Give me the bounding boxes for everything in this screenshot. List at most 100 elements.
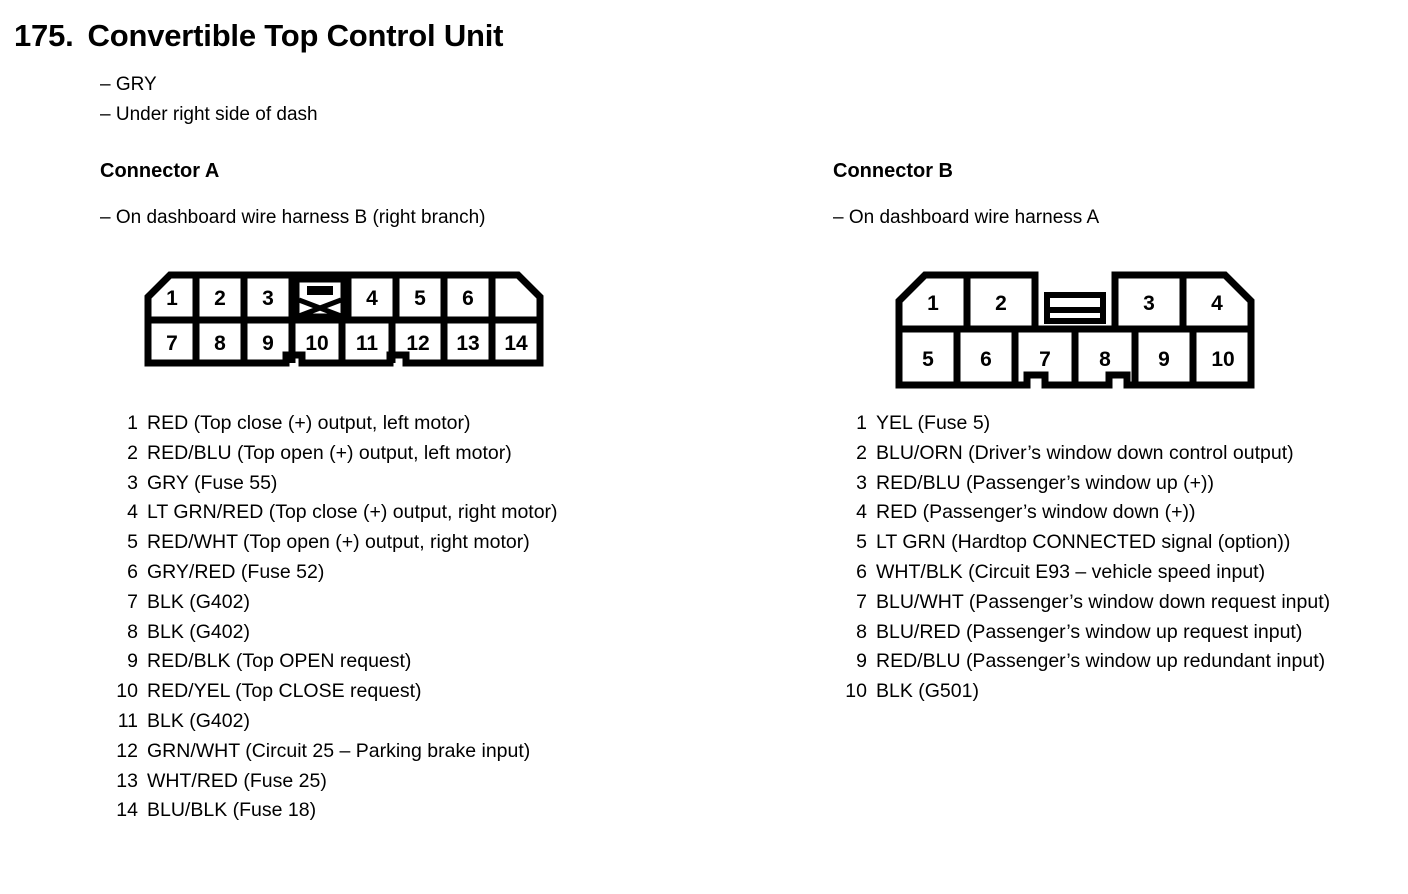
connector-b-key-slot (1044, 292, 1106, 324)
pin-description: RED/BLU (Passenger’s window up redundant… (876, 650, 1326, 673)
pin-number: 3 (856, 471, 867, 494)
unit-location-note: – Under right side of dash (100, 104, 318, 125)
pin-row: 7 BLU/WHT (Passenger’s window down reque… (837, 588, 1393, 618)
pin-number: 10 (845, 680, 867, 703)
connector-b-pin-4: 4 (1211, 292, 1223, 315)
pin-number: 1 (127, 412, 138, 434)
pin-description: BLK (G402) (147, 590, 250, 613)
page-title-text: Convertible Top Control Unit (87, 18, 504, 53)
pin-number: 2 (856, 441, 867, 464)
pin-row: 2 BLU/ORN (Driver’s window down control … (837, 439, 1393, 469)
connector-b-pin-8: 8 (1099, 348, 1111, 371)
unit-color-note: – GRY (100, 74, 157, 95)
connector-a-svg: 1 2 3 4 5 6 7 8 9 10 11 12 13 14 (144, 271, 544, 367)
connector-a-pin-6: 6 (462, 287, 474, 310)
pin-description: RED/YEL (Top CLOSE request) (147, 680, 422, 703)
pin-number: 6 (856, 560, 867, 583)
pin-number: 8 (856, 620, 867, 643)
pin-number: 10 (116, 680, 138, 703)
pin-number: 3 (127, 471, 138, 494)
pin-description: BLK (G402) (147, 709, 250, 732)
pin-row: 12 GRN/WHT (Circuit 25 – Parking brake i… (108, 737, 800, 767)
pin-number: 9 (856, 650, 867, 673)
connector-a-heading: Connector A (100, 160, 220, 182)
connector-b-location-note: – On dashboard wire harness A (833, 207, 1100, 228)
connector-a-pin-4: 4 (366, 287, 378, 310)
pin-description: RED/WHT (Top open (+) output, right moto… (147, 531, 530, 554)
pin-row: 4 LT GRN/RED (Top close (+) output, righ… (108, 498, 800, 528)
connector-a-pin-list: 1 RED (Top close (+) output, left motor)… (108, 409, 800, 826)
pin-description: GRY (Fuse 55) (147, 471, 278, 494)
pin-description: BLU/BLK (Fuse 18) (147, 799, 317, 822)
connector-b-pin-7: 7 (1039, 348, 1051, 371)
connector-a-diagram: 1 2 3 4 5 6 7 8 9 10 11 12 13 14 (144, 271, 800, 391)
connector-a-pin-3: 3 (262, 287, 274, 310)
connector-a-pin-13: 13 (456, 332, 479, 355)
connector-b-section: Connector B – On dashboard wire harness … (833, 160, 1393, 723)
connector-a-pin-10: 10 (305, 332, 328, 355)
pin-description: RED (Top close (+) output, left motor) (147, 412, 471, 434)
pin-number: 4 (127, 501, 138, 524)
pin-description: RED/BLK (Top OPEN request) (147, 650, 412, 673)
pin-row: 10 RED/YEL (Top CLOSE request) (108, 677, 800, 707)
pin-description: YEL (Fuse 5) (876, 412, 991, 434)
pin-number: 12 (116, 739, 138, 762)
pin-description: WHT/RED (Fuse 25) (147, 769, 327, 792)
pin-row: 10 BLK (G501) (837, 677, 1393, 707)
connector-b-pin-9: 9 (1158, 348, 1170, 371)
pin-number: 6 (127, 560, 138, 583)
pin-number: 7 (856, 590, 867, 613)
pin-description: RED/BLU (Top open (+) output, left motor… (147, 441, 512, 464)
connector-a-section: Connector A – On dashboard wire harness … (100, 160, 800, 842)
pin-row: 13 WHT/RED (Fuse 25) (108, 767, 800, 797)
pin-description: GRY/RED (Fuse 52) (147, 560, 325, 583)
connector-a-pin-11: 11 (356, 332, 379, 355)
pin-row: 5 RED/WHT (Top open (+) output, right mo… (108, 528, 800, 558)
connector-b-pin-3: 3 (1143, 292, 1155, 315)
connector-a-pin-2: 2 (214, 287, 226, 310)
connector-a-key-slot (294, 277, 346, 319)
pin-number: 8 (127, 620, 138, 643)
connector-b-pin-2: 2 (995, 292, 1007, 315)
connector-b-pin-5: 5 (922, 348, 934, 371)
pin-row: 9 RED/BLU (Passenger’s window up redunda… (837, 647, 1393, 677)
connector-a-location-note: – On dashboard wire harness B (right bra… (100, 207, 486, 228)
connector-a-pin-14: 14 (504, 332, 528, 355)
pin-row: 3 GRY (Fuse 55) (108, 469, 800, 499)
pin-number: 14 (116, 799, 138, 822)
pin-number: 7 (127, 590, 138, 613)
pin-row: 6 WHT/BLK (Circuit E93 – vehicle speed i… (837, 558, 1393, 588)
pin-description: BLU/RED (Passenger’s window up request i… (876, 620, 1303, 643)
pin-description: BLK (G402) (147, 620, 250, 643)
connector-b-diagram: 1 2 3 4 5 6 7 8 9 10 (895, 271, 1393, 391)
connector-a-pin-9: 9 (262, 332, 274, 355)
connector-b-pin-list: 1 YEL (Fuse 5) 2 BLU/ORN (Driver’s windo… (837, 409, 1393, 707)
pin-row: 8 BLK (G402) (108, 618, 800, 648)
pin-description: LT GRN/RED (Top close (+) output, right … (147, 501, 558, 524)
pin-number: 5 (127, 531, 138, 554)
pin-row: 6 GRY/RED (Fuse 52) (108, 558, 800, 588)
pin-row: 3 RED/BLU (Passenger’s window up (+)) (837, 469, 1393, 499)
section-number: 175. (14, 18, 74, 53)
pin-number: 2 (127, 441, 138, 464)
pin-description: LT GRN (Hardtop CONNECTED signal (option… (876, 531, 1291, 554)
pin-row: 8 BLU/RED (Passenger’s window up request… (837, 618, 1393, 648)
pin-number: 1 (856, 412, 867, 434)
pin-description: BLK (G501) (876, 680, 979, 703)
page-title: 175. Convertible Top Control Unit (14, 18, 503, 54)
pin-number: 11 (117, 709, 138, 732)
pin-row: 4 RED (Passenger’s window down (+)) (837, 498, 1393, 528)
connector-a-pin-5: 5 (414, 287, 426, 310)
pin-row: 14 BLU/BLK (Fuse 18) (108, 796, 800, 826)
pin-row: 2 RED/BLU (Top open (+) output, left mot… (108, 439, 800, 469)
pin-description: RED/BLU (Passenger’s window up (+)) (876, 471, 1214, 494)
connector-b-heading: Connector B (833, 160, 953, 182)
pin-row: 9 RED/BLK (Top OPEN request) (108, 647, 800, 677)
pin-description: WHT/BLK (Circuit E93 – vehicle speed inp… (876, 560, 1266, 583)
connector-b-svg: 1 2 3 4 5 6 7 8 9 10 (895, 271, 1255, 389)
pin-description: GRN/WHT (Circuit 25 – Parking brake inpu… (147, 739, 531, 762)
connector-a-pin-12: 12 (406, 332, 429, 355)
pin-number: 9 (127, 650, 138, 673)
connector-b-pin-1: 1 (927, 292, 939, 315)
pin-row: 7 BLK (G402) (108, 588, 800, 618)
